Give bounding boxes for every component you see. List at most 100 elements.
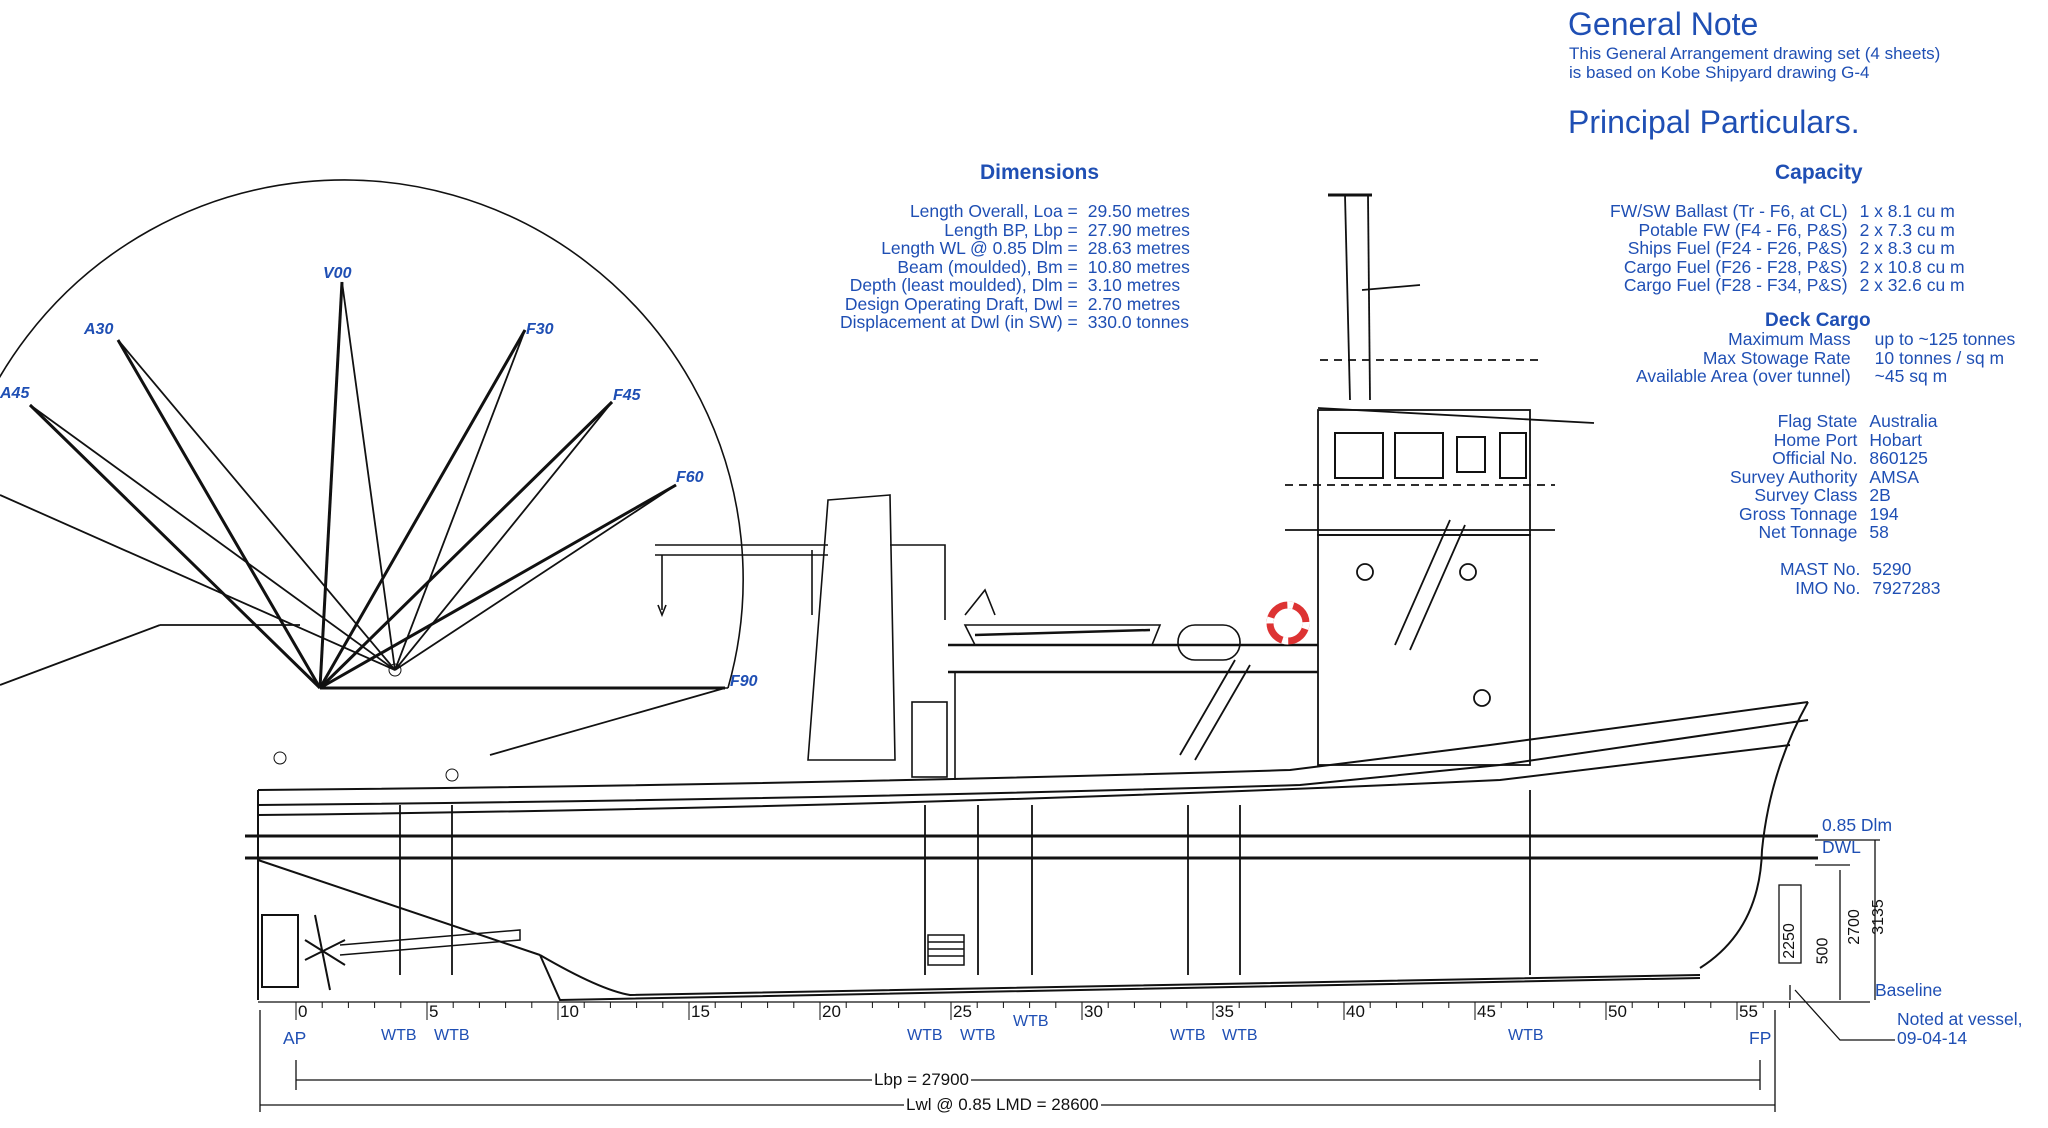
row-value: 2 x 10.8 cu m <box>1859 256 1965 277</box>
table-row: Design Operating Draft, Dwl =2.70 metres <box>840 293 1190 314</box>
crane-angle-label: A30 <box>83 321 113 338</box>
row-value: 28.63 metres <box>1087 238 1190 258</box>
table-row: Home Port Hobart <box>1730 429 1938 450</box>
height-3135: 3135 <box>1869 899 1887 935</box>
deck-cargo-heading: Deck Cargo <box>1765 310 1871 331</box>
row-value: 194 <box>1869 503 1899 524</box>
row-label: Maximum Mass <box>1728 329 1851 349</box>
row-value: 330.0 tonnes <box>1087 312 1189 332</box>
table-row: Length Overall, Loa = 29.50 metres <box>840 202 1190 221</box>
row-value: 29.50 metres <box>1087 201 1190 221</box>
wtb-label: WTB <box>960 1027 996 1044</box>
row-label: Length BP, Lbp = <box>944 219 1078 240</box>
row-label: Depth (least moulded), Dlm = <box>849 275 1078 295</box>
frame-number: 55 <box>1739 1002 1758 1021</box>
crane-angle-label: F30 <box>526 321 554 338</box>
table-row: Beam (moulded), Bm =10.80 metres <box>840 256 1190 277</box>
row-label: Survey Authority <box>1730 466 1858 487</box>
note-label: Noted at vessel, 09-04-14 <box>1897 1010 2022 1047</box>
boat-deck <box>655 494 1318 780</box>
row-value: Australia <box>1869 411 1938 431</box>
general-note-title: General Note <box>1568 6 1759 42</box>
table-row: Flag State Australia <box>1730 412 1938 431</box>
table-row: Depth (least moulded), Dlm =3.10 metres <box>840 276 1190 295</box>
height-500: 500 <box>1814 937 1832 965</box>
waterlines <box>245 834 1818 860</box>
note-line: Noted at vessel, <box>1897 1009 2023 1029</box>
row-label: Available Area (over tunnel) <box>1636 366 1851 386</box>
row-label: MAST No. <box>1780 559 1861 579</box>
row-value: 2 x 8.3 cu m <box>1859 238 1955 258</box>
table-row: Gross Tonnage 194 <box>1730 503 1938 524</box>
row-value: 10 tonnes / sq m <box>1874 347 2005 368</box>
table-row: Length WL @ 0.85 Dlm = 28.63 metres <box>840 239 1190 258</box>
row-value: up to ~125 tonnes <box>1874 329 2016 349</box>
crane-radius-diagram <box>0 179 744 782</box>
frame-number: 40 <box>1346 1002 1365 1021</box>
row-value: 2 x 7.3 cu m <box>1859 219 1955 240</box>
frame-number: 25 <box>953 1002 972 1021</box>
row-value: 1 x 8.1 cu m <box>1859 201 1955 221</box>
table-row: Available Area (over tunnel)~45 sq m <box>1636 367 2015 386</box>
row-value: 2.70 metres <box>1087 293 1181 314</box>
row-label: Flag State <box>1777 411 1858 431</box>
row-label: Net Tonnage <box>1758 522 1858 542</box>
row-label: Official No. <box>1772 448 1858 468</box>
hull-profile <box>257 701 1809 1002</box>
height-dimensions <box>1778 839 1895 1041</box>
table-row: Ships Fuel (F24 - F26, P&S)2 x 8.3 cu m <box>1610 239 1965 258</box>
table-row: Potable FW (F4 - F6, P&S)2 x 7.3 cu m <box>1610 219 1965 240</box>
crane-angle-label: F60 <box>676 469 704 486</box>
note-line: 09-04-14 <box>1897 1027 1968 1048</box>
table-row: Cargo Fuel (F26 - F28, P&S) 2 x 10.8 cu m <box>1610 256 1965 277</box>
row-label: Cargo Fuel (F26 - F28, P&S) <box>1623 256 1848 277</box>
frame-number: 50 <box>1608 1002 1627 1021</box>
table-row: Cargo Fuel (F28 - F34, P&S)2 x 32.6 cu m <box>1610 276 1965 295</box>
frame-ticks <box>295 1002 1790 1020</box>
row-label: Home Port <box>1773 429 1858 450</box>
row-label: Gross Tonnage <box>1739 503 1858 524</box>
table-row: Survey Authority AMSA <box>1730 466 1938 487</box>
wtb-label: WTB <box>1013 1013 1049 1030</box>
crane-angle-label: F90 <box>730 673 758 690</box>
row-value: 860125 <box>1869 448 1928 468</box>
frame-number: 0 <box>298 1002 308 1021</box>
capacity-table: FW/SW Ballast (Tr - F6, at CL) 1 x 8.1 cu… <box>1610 202 1965 295</box>
wtb-label: WTB <box>1508 1027 1544 1044</box>
wtb-label: WTB <box>434 1027 470 1044</box>
row-value: 2 x 32.6 cu m <box>1859 275 1965 295</box>
table-row: Official No. 860125 <box>1730 449 1938 468</box>
row-label: Beam (moulded), Bm = <box>897 256 1078 277</box>
frame-number: 5 <box>429 1002 439 1021</box>
row-label: Length WL @ 0.85 Dlm = <box>881 238 1078 258</box>
dlm-label: 0.85 Dlm <box>1822 815 1893 835</box>
capacity-heading: Capacity <box>1775 161 1863 184</box>
height-2250: 2250 <box>1780 923 1798 959</box>
row-value: 27.90 metres <box>1087 219 1190 240</box>
general-note-line: This General Arrangement drawing set (4 … <box>1569 44 1941 63</box>
row-label: Length Overall, Loa = <box>909 201 1078 221</box>
ap-label: AP <box>283 1028 307 1048</box>
baseline-label: Baseline <box>1875 980 1943 1000</box>
general-note-text: This General Arrangement drawing set (4 … <box>1569 44 1940 82</box>
wtb-label: WTB <box>1170 1027 1206 1044</box>
row-value: AMSA <box>1869 466 1920 487</box>
wtb-label: WTB <box>1222 1027 1258 1044</box>
row-label: IMO No. <box>1795 577 1861 598</box>
table-row: Length BP, Lbp = 27.90 metres <box>840 219 1190 240</box>
row-label: FW/SW Ballast (Tr - F6, at CL) <box>1610 201 1848 221</box>
row-label: Max Stowage Rate <box>1702 347 1851 368</box>
table-row: Survey Class 2B <box>1730 486 1938 505</box>
row-value: 2B <box>1869 485 1891 505</box>
row-value: Hobart <box>1869 429 1922 450</box>
lwl-dimension: Lwl @ 0.85 LMD = 28600 <box>904 1095 1101 1115</box>
general-note-line: is based on Kobe Shipyard drawing G-4 <box>1569 63 1870 82</box>
dwl-label: DWL <box>1822 837 1861 857</box>
row-label: Survey Class <box>1754 485 1858 505</box>
